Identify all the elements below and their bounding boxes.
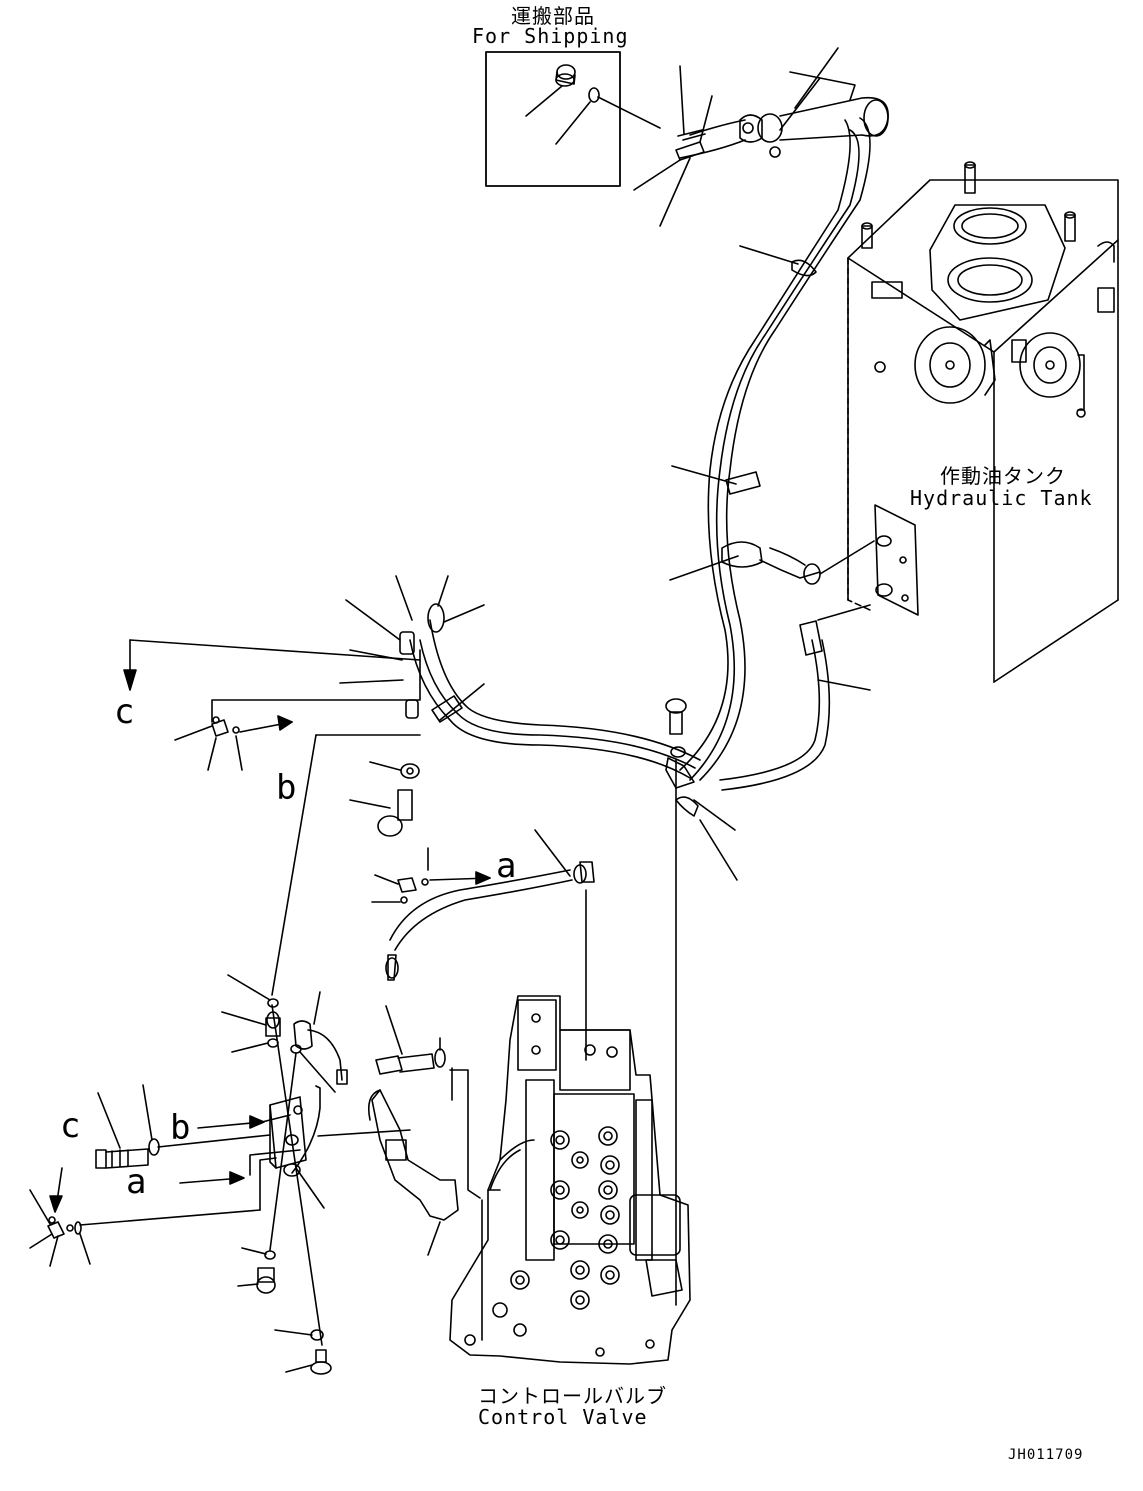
valve-block-assembly: [29, 974, 348, 1375]
callout-a-middle: a: [496, 846, 517, 886]
main-hose-bundle: [675, 71, 889, 791]
callout-a-lower: a: [126, 1162, 147, 1202]
shipping-label-jp: 運搬部品: [511, 4, 595, 28]
tank-label-jp: 作動油タンク: [940, 464, 1066, 488]
valve-label-jp: コントロールバルブ: [478, 1384, 667, 1408]
callout-b-upper: b: [276, 768, 297, 808]
shipping-parts-box: [485, 51, 661, 187]
bracket-bolt: [317, 1005, 481, 1256]
callout-c-lower: c: [60, 1106, 81, 1146]
hose-a: [371, 829, 595, 1061]
valve-label-en: Control Valve: [478, 1405, 648, 1429]
callout-b-lower: b: [170, 1108, 191, 1148]
shipping-label-en: For Shipping: [472, 24, 629, 48]
drawing-number: JH011709: [1008, 1447, 1084, 1463]
hydraulic-tank: [847, 161, 1119, 683]
valve-spools: [492, 1126, 620, 1337]
clamp-bolt: [665, 698, 738, 1306]
callout-c-upper: c: [114, 692, 135, 732]
leader-lines: [633, 47, 871, 691]
left-hose-branch: [123, 575, 701, 996]
control-valve: [449, 995, 691, 1365]
tank-label-en: Hydraulic Tank: [910, 486, 1093, 510]
